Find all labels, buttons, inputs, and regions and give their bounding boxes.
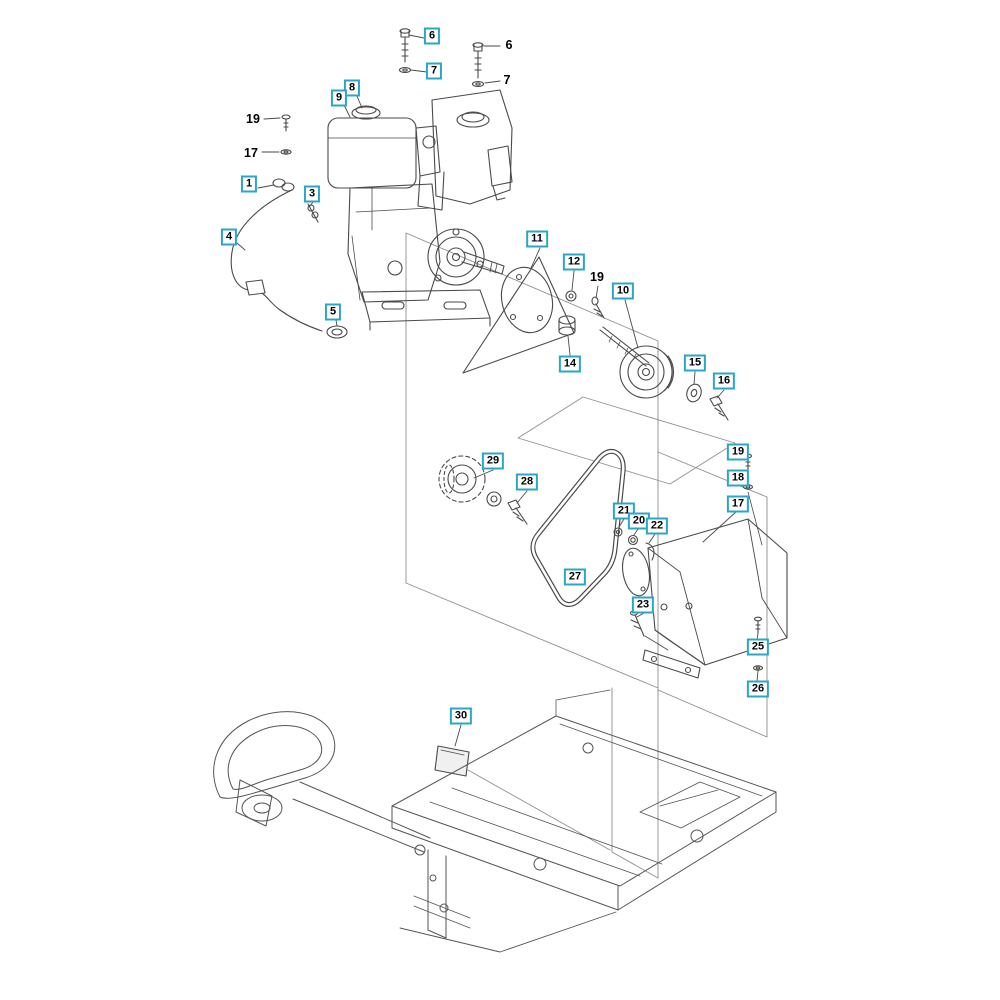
belt-guard-cover xyxy=(642,518,788,679)
base-frame xyxy=(213,689,777,953)
callout-label-22: 22 xyxy=(645,517,669,535)
callout-label-3: 3 xyxy=(303,185,321,203)
left-screw-washer xyxy=(280,114,292,155)
v-belt xyxy=(530,448,626,607)
callout-label-9: 9 xyxy=(330,89,348,107)
callout-label-15: 15 xyxy=(683,354,707,372)
engine xyxy=(327,89,513,331)
callout-label-5: 5 xyxy=(324,303,342,321)
callout-label-17: 17 xyxy=(244,146,258,160)
lower-pulley xyxy=(438,455,528,525)
callout-label-4: 4 xyxy=(220,228,238,246)
fuel-line xyxy=(230,178,348,339)
callout-label-23: 23 xyxy=(631,596,655,614)
callout-label-6: 6 xyxy=(423,27,441,45)
callout-label-7: 7 xyxy=(503,73,511,87)
callout-label-18: 18 xyxy=(726,469,750,487)
callout-label-27: 27 xyxy=(563,568,587,586)
callout-label-8: 8 xyxy=(343,79,361,97)
callout-label-19: 19 xyxy=(726,443,750,461)
leader-lines xyxy=(236,34,759,747)
callout-label-1: 1 xyxy=(240,175,258,193)
callout-label-19: 19 xyxy=(590,270,604,284)
pulley-washer-bolt xyxy=(686,383,729,421)
callout-label-28: 28 xyxy=(515,473,539,491)
callout-label-7: 7 xyxy=(425,62,443,80)
callout-label-11: 11 xyxy=(526,230,548,248)
drive-pulley xyxy=(619,345,674,399)
callout-label-10: 10 xyxy=(611,282,635,300)
callout-label-12: 12 xyxy=(562,253,586,271)
backing-plate xyxy=(462,256,575,374)
callout-label-30: 30 xyxy=(449,707,473,725)
callout-label-6: 6 xyxy=(505,38,513,52)
callout-label-14: 14 xyxy=(558,355,582,373)
shaft-hardware xyxy=(558,290,650,367)
callout-label-25: 25 xyxy=(746,638,770,656)
callout-label-17: 17 xyxy=(726,495,750,513)
callout-label-19: 19 xyxy=(246,112,260,126)
engine-mount-bolts xyxy=(398,28,485,87)
callout-label-26: 26 xyxy=(746,680,770,698)
callout-label-16: 16 xyxy=(712,372,736,390)
guard-hardware xyxy=(613,527,669,651)
callout-label-29: 29 xyxy=(481,452,505,470)
plane-outlines xyxy=(405,232,768,879)
